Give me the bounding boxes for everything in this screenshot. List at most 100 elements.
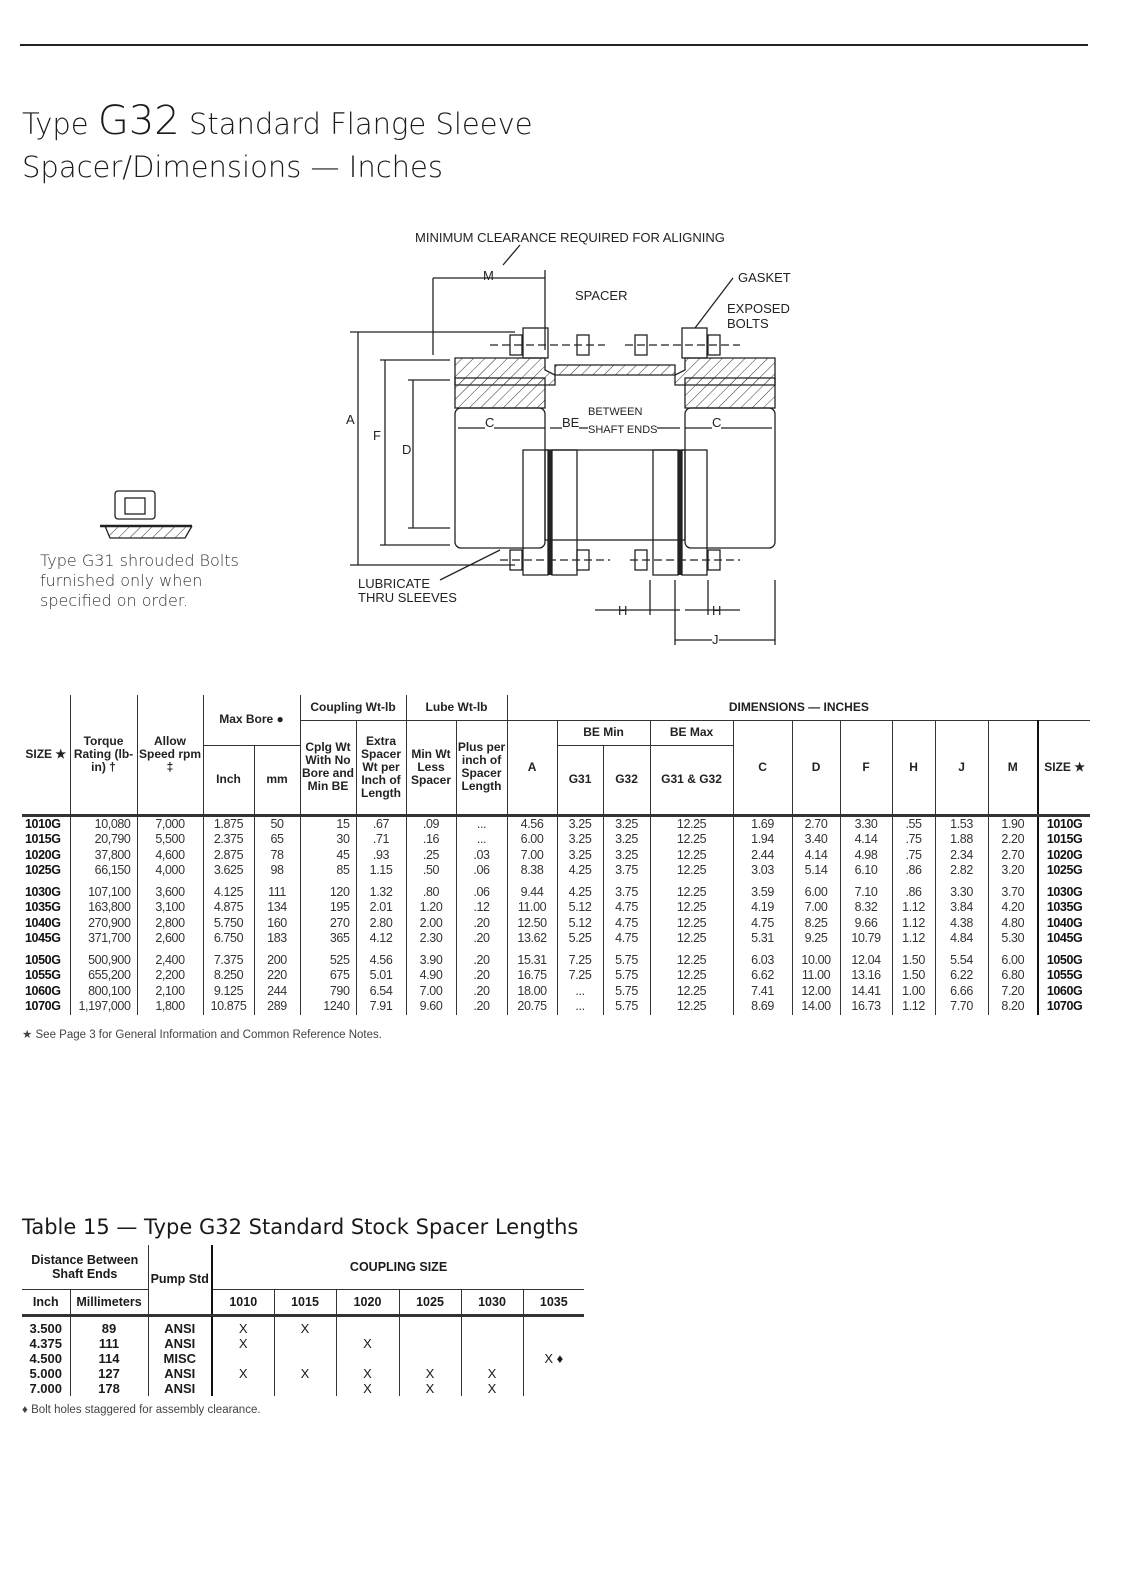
table-cell: 4.80: [987, 915, 1039, 931]
table-cell: 200: [253, 946, 301, 968]
table-cell: 7.10: [839, 878, 893, 900]
table-cell: 12.25: [649, 832, 734, 848]
table-cell: 1045G: [25, 931, 61, 945]
header-size-right: SIZE ★: [1037, 720, 1091, 817]
table-cell: 220: [253, 968, 301, 984]
table-cell: 12.25: [649, 815, 734, 832]
table-cell: [460, 1315, 523, 1336]
table-cell: 3.25: [602, 847, 651, 863]
table-cell: 6.00: [987, 946, 1039, 968]
table-cell: 1015G: [25, 832, 61, 846]
table-cell: 98: [253, 863, 301, 879]
table-cell: .03: [455, 847, 508, 863]
table-cell: 3.59: [732, 878, 793, 900]
table-cell: 5.12: [556, 915, 604, 931]
table-cell: X: [211, 1336, 274, 1351]
dimensions-table: SIZE ★ Torque Rating (lb-in) † Allow Spe…: [22, 695, 1091, 1015]
table-cell: .20: [455, 931, 508, 947]
table-cell: 30: [299, 832, 357, 848]
table-cell: 1,197,000: [69, 999, 137, 1015]
table-cell: 1020G: [25, 847, 61, 862]
caption-line: furnished only when: [40, 571, 203, 590]
table-cell: X: [273, 1315, 336, 1336]
header-extra-spacer: Extra Spacer Wt per Inch of Length: [355, 720, 407, 817]
table-cell: 16.73: [839, 999, 893, 1015]
table-cell: 365: [299, 931, 357, 947]
table-cell: 16.75: [506, 968, 558, 984]
table-cell: 9.66: [839, 915, 893, 931]
table-cell: 5,500: [136, 832, 203, 848]
table-cell: 1040G: [1037, 915, 1091, 931]
table-cell: ...: [455, 815, 508, 832]
table-cell: 4.14: [839, 832, 893, 848]
header-inch: Inch: [202, 745, 254, 817]
table-cell: 8.38: [506, 863, 558, 879]
table-cell: [398, 1336, 461, 1351]
table-cell: [273, 1381, 336, 1396]
table-cell: 2.80: [355, 915, 407, 931]
table-cell: [211, 1381, 274, 1396]
table-cell: 2.875: [202, 847, 254, 863]
table-cell: 9.125: [202, 983, 254, 999]
table-cell: .25: [405, 847, 457, 863]
table-cell: [398, 1315, 461, 1336]
table-cell: .93: [355, 847, 407, 863]
title-model: G32: [97, 98, 180, 144]
table-cell: 3.25: [602, 832, 651, 848]
table-cell: 8.32: [839, 900, 893, 916]
table-cell: [460, 1351, 523, 1366]
header-j: J: [934, 720, 989, 817]
table-cell: ANSI: [147, 1366, 212, 1381]
table-cell: 13.62: [506, 931, 558, 947]
table-cell: 12.04: [839, 946, 893, 968]
table-cell: 3.75: [602, 863, 651, 879]
table-cell: 2.00: [405, 915, 457, 931]
table-cell: 12.25: [649, 931, 734, 947]
table-cell: 3.25: [556, 832, 604, 848]
label-h-right: H: [712, 603, 722, 618]
table-cell: 1030G: [1037, 878, 1091, 900]
table-cell: 1.875: [202, 815, 254, 832]
table-cell: .16: [405, 832, 457, 848]
table-cell: 8.25: [791, 915, 841, 931]
table-cell: .06: [455, 878, 508, 900]
label-thru-sleeves: THRU SLEEVES: [358, 590, 457, 605]
table-cell: .50: [405, 863, 457, 879]
shrouded-bolts-caption: Type G31 shrouded Bolts furnished only w…: [40, 551, 239, 611]
table-cell: 2.70: [791, 815, 841, 832]
header-coupling-wt: Coupling Wt-lb: [299, 695, 407, 721]
table-cell: 111: [253, 878, 301, 900]
header-size-1035: 1035: [522, 1289, 585, 1317]
table-cell: [335, 1315, 399, 1336]
table-cell: 5.75: [602, 968, 651, 984]
table-cell: 4.38: [934, 915, 989, 931]
table-cell: 6.00: [506, 832, 558, 848]
label-a: A: [346, 412, 355, 427]
table-cell: 8.20: [987, 999, 1039, 1015]
table-cell: [273, 1336, 336, 1351]
table-cell: 7.375: [202, 946, 254, 968]
table-cell: 4.12: [355, 931, 407, 947]
table-cell: X: [335, 1366, 399, 1381]
table-cell: 14.00: [791, 999, 841, 1015]
table-cell: 12.25: [649, 999, 734, 1015]
title-suffix: Standard Flange Sleeve: [188, 107, 533, 141]
table-cell: 18.00: [506, 983, 558, 999]
label-gasket: GASKET: [738, 270, 791, 285]
table-cell: .71: [355, 832, 407, 848]
table-cell: 66,150: [69, 863, 137, 879]
table-cell: 127: [69, 1366, 148, 1381]
table-cell: 3.500: [29, 1321, 63, 1336]
table-cell: .55: [891, 815, 936, 832]
table-cell: 1.12: [891, 931, 936, 947]
table-cell: 11.00: [506, 900, 558, 916]
table-cell: 5.75: [602, 999, 651, 1015]
